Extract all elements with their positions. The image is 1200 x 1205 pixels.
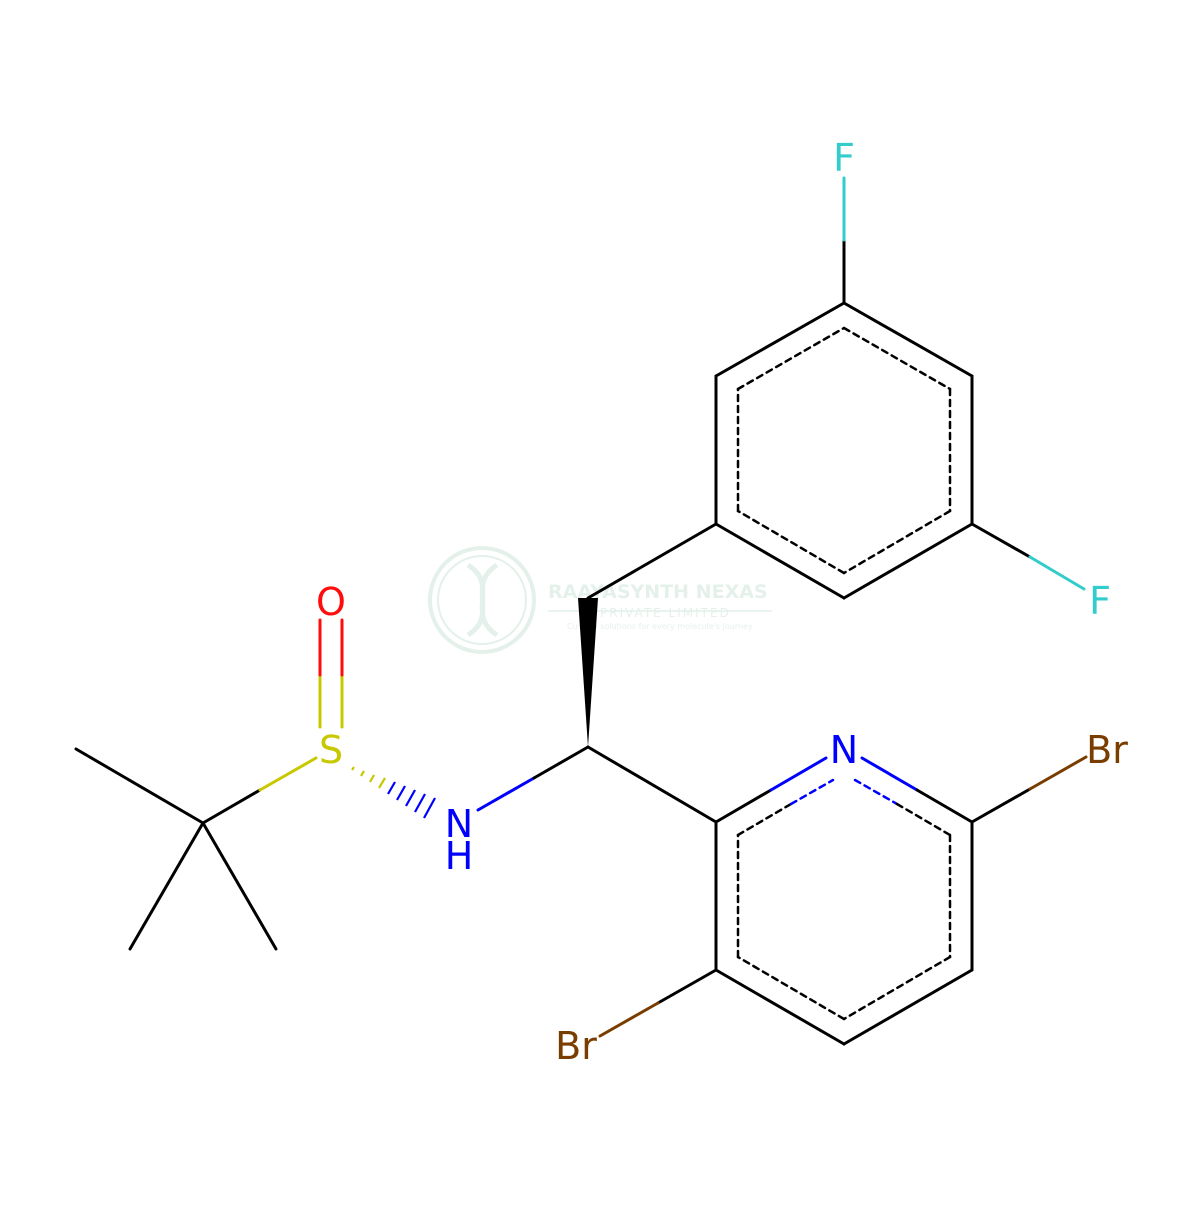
bond-c-pyridine <box>586 745 718 824</box>
bond-tbu-methyl-1 <box>74 747 205 825</box>
atom-bromine-right: Br <box>1086 728 1128 772</box>
bond-c-s <box>201 788 262 825</box>
bond-c-f-right <box>970 522 1032 559</box>
watermark-tagline: Custom solutions for every molecule's jo… <box>567 622 753 631</box>
bond-c-br-bottom <box>656 968 718 1005</box>
atom-sulfur: S <box>319 728 343 772</box>
atom-hydrogen-amine: H <box>445 834 474 878</box>
atom-oxygen: O <box>316 580 346 624</box>
atom-bromine-bottom: Br <box>555 1024 597 1068</box>
atom-fluorine-right: F <box>1089 579 1111 623</box>
bond-tbu-methyl-2 <box>128 821 205 951</box>
bonds <box>74 176 1088 1046</box>
watermark: RAAYASYNTH NEXAS PRIVATE LIMITED Custom … <box>428 546 772 654</box>
bond-ch2-aryl <box>586 522 718 600</box>
watermark-name: RAAYASYNTH NEXAS <box>548 581 768 603</box>
atom-nitrogen-amine: N <box>445 802 473 846</box>
bond-tbu-methyl-3 <box>201 821 278 951</box>
atom-fluorine-top: F <box>833 136 855 180</box>
bond-c-br-right <box>970 787 1032 824</box>
watermark-subtitle: PRIVATE LIMITED <box>600 606 731 620</box>
atom-nitrogen-pyridine: N <box>830 728 858 772</box>
hashed-bond <box>351 766 436 819</box>
watermark-logo-icon <box>428 546 536 654</box>
bond-n-c <box>476 776 536 812</box>
wedge-bond <box>578 598 598 747</box>
